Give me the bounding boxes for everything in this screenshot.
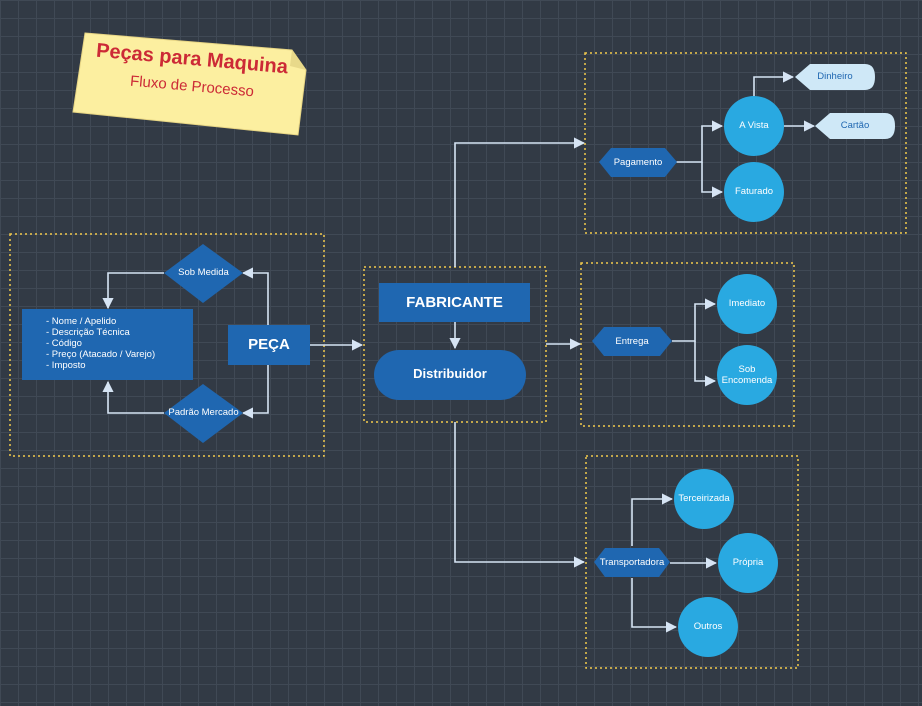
attribute-item: - Código	[46, 338, 82, 349]
sob-medida-label: Sob Medida	[178, 267, 229, 279]
dinheiro-display	[795, 64, 875, 90]
attribute-item: - Imposto	[46, 360, 86, 371]
imediato-circle	[717, 274, 777, 334]
attributes-box	[22, 309, 193, 380]
distribuidor-pill	[374, 350, 526, 400]
outros-circle	[678, 597, 738, 657]
connector-transportadora-outros	[631, 578, 678, 633]
padrao-mercado-label: Padrão Mercado	[168, 407, 239, 419]
attribute-item: - Nome / Apelido	[46, 316, 117, 327]
a-vista-label: A Vista	[739, 120, 769, 132]
connector-center-payment	[454, 137, 586, 267]
terceirizada-circle	[674, 469, 734, 529]
faturado-circle	[724, 162, 784, 222]
outros-label: Outros	[693, 621, 723, 633]
entrega-label: Entrega	[615, 335, 649, 347]
pagamento-hexagon	[599, 148, 677, 177]
faturado-label: Faturado	[734, 186, 774, 198]
entrega-hexagon	[592, 327, 672, 356]
connector-entrega-imediato	[672, 298, 717, 342]
sticky-note	[72, 32, 307, 136]
propria-label: Própria	[732, 557, 764, 569]
imediato-label: Imediato	[728, 298, 766, 310]
connector-sob-medida-attributes	[102, 272, 164, 310]
connector-center-transport	[454, 422, 586, 568]
fabricante-label: FABRICANTE	[406, 293, 503, 311]
connector-pagamento-faturado	[701, 162, 724, 198]
connector-avista-dinheiro	[753, 71, 795, 96]
sob-encomenda-circle	[717, 345, 777, 405]
a-vista-circle	[724, 96, 784, 156]
fabricante-box	[379, 283, 530, 322]
connectors	[102, 71, 816, 633]
sob-medida-diamond	[164, 244, 243, 303]
transportadora-label: Transportadora	[599, 556, 665, 568]
terceirizada-label: Terceirizada	[678, 493, 730, 505]
connector-peca-padrao	[241, 345, 269, 419]
padrao-mercado-diamond	[164, 384, 243, 443]
transportadora-hexagon	[594, 548, 670, 577]
connector-padrao-attributes	[102, 380, 164, 414]
propria-circle	[718, 533, 778, 593]
attributes-list: - Nome / Apelido - Descrição Técnica - C…	[22, 309, 193, 380]
pagamento-label: Pagamento	[613, 156, 663, 168]
attribute-item: - Descrição Técnica	[46, 327, 130, 338]
connector-peca-sob-medida	[241, 267, 269, 345]
distribuidor-label: Distribuidor	[413, 366, 487, 382]
peca-label: PEÇA	[248, 336, 290, 353]
cartao-label: Cartão	[840, 120, 870, 132]
connector-entrega-sob-encomenda	[694, 341, 717, 387]
transport-group-container	[585, 455, 799, 669]
connector-transportadora-terceirizada	[631, 493, 674, 546]
sob-encomenda-label: Sob Encomenda	[721, 363, 773, 386]
connector-pagamento-avista	[676, 120, 724, 163]
attribute-item: - Preço (Atacado / Varejo)	[46, 349, 156, 360]
cartao-display	[815, 113, 895, 139]
peca-box	[228, 325, 310, 365]
dinheiro-label: Dinheiro	[817, 71, 853, 83]
